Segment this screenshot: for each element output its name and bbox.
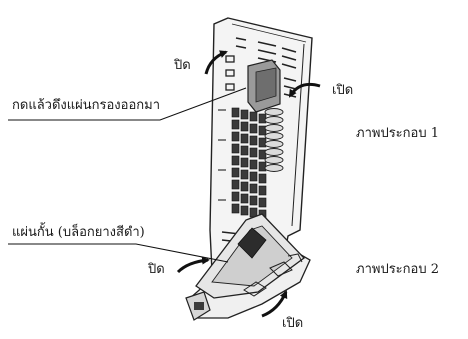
fig1-close-label: ปิด [174,58,191,73]
fig1-open-label: เปิด [332,83,354,98]
fig2-caption: ภาพประกอบ 2 [356,262,439,277]
part-leader-line [8,243,229,263]
rubber-block-illustration [176,213,311,321]
instruction-leader-line [8,87,247,121]
open-arrow-icon [288,82,321,98]
fig2-part-label: แผ่นกั้น (บล็อกยางสีดำ) [12,225,145,240]
close-arrow-2-icon [176,256,210,274]
fig2-open-label: เปิด [282,316,304,331]
fig2-close-label: ปิด [148,262,165,277]
close-arrow-icon [204,50,228,75]
open-arrow-2-icon [261,290,288,318]
fig1-caption: ภาพประกอบ 1 [356,126,439,141]
filter-cover-illustration [204,17,321,283]
fig1-instruction-label: กดแล้วดึงแผ่นกรองออกมา [12,98,160,113]
